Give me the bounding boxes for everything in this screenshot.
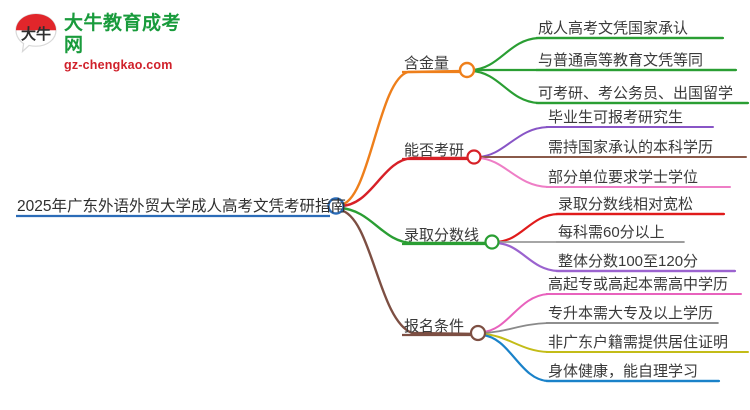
leaf-label-3-1[interactable]: 录取分数线相对宽松: [558, 196, 694, 213]
branch-2-node-circle[interactable]: [466, 149, 482, 165]
connector-root-to-branch-1: [338, 69, 467, 207]
leaf-label-3-2[interactable]: 每科需60分以上: [558, 224, 665, 241]
connector-root-to-branch-4: [338, 208, 478, 336]
root-node-circle[interactable]: [327, 197, 345, 215]
root-topic-label[interactable]: 2025年广东外语外贸大学成人高考文凭考研指南: [17, 198, 346, 215]
branch-label-luqufenshuxian[interactable]: 录取分数线: [404, 227, 480, 244]
leaf-label-1-1[interactable]: 成人高考文凭国家承认: [538, 20, 689, 37]
site-logo[interactable]: 大牛 大牛教育成考网 gz-chengkao.com: [14, 10, 194, 71]
branch-label-hanjinliang[interactable]: 含金量: [404, 55, 450, 72]
branch-label-baomingtiaojian[interactable]: 报名条件: [404, 318, 465, 335]
leaf-label-2-3[interactable]: 部分单位要求学士学位: [548, 169, 699, 186]
logo-title: 大牛教育成考网: [64, 13, 182, 56]
leaf-label-4-2[interactable]: 专升本需大专及以上学历: [548, 305, 714, 322]
branch-3-node-circle[interactable]: [484, 234, 500, 250]
svg-text:大牛: 大牛: [21, 25, 51, 43]
leaf-label-2-1[interactable]: 毕业生可报考研究生: [548, 109, 684, 126]
connector-branch-4-leaf-2: [481, 322, 719, 334]
branch-1-node-circle[interactable]: [458, 61, 476, 79]
leaf-label-4-4[interactable]: 身体健康，能自理学习: [548, 363, 699, 380]
connector-branch-4-leaf-4: [480, 333, 721, 383]
leaf-label-4-3[interactable]: 非广东户籍需提供居住证明: [548, 334, 729, 351]
branch-label-nengfoukaoyan[interactable]: 能否考研: [404, 142, 465, 159]
logo-text: 大牛教育成考网 gz-chengkao.com: [64, 13, 194, 72]
leaf-label-2-2[interactable]: 需持国家承认的本科学历: [548, 139, 714, 156]
leaf-label-1-3[interactable]: 可考研、考公务员、出国留学: [538, 85, 734, 102]
branch-4-node-circle[interactable]: [469, 324, 487, 342]
connector-root-to-branch-3: [338, 206, 492, 245]
leaf-label-4-1[interactable]: 高起专或高起本需高中学历: [548, 276, 729, 293]
dani-speech-bubble-logo-icon: 大牛: [14, 12, 58, 54]
leaf-label-3-3[interactable]: 整体分数100至120分: [558, 253, 699, 270]
leaf-label-1-2[interactable]: 与普通高等教育文凭等同: [538, 52, 704, 69]
logo-subtitle: gz-chengkao.com: [64, 57, 173, 72]
